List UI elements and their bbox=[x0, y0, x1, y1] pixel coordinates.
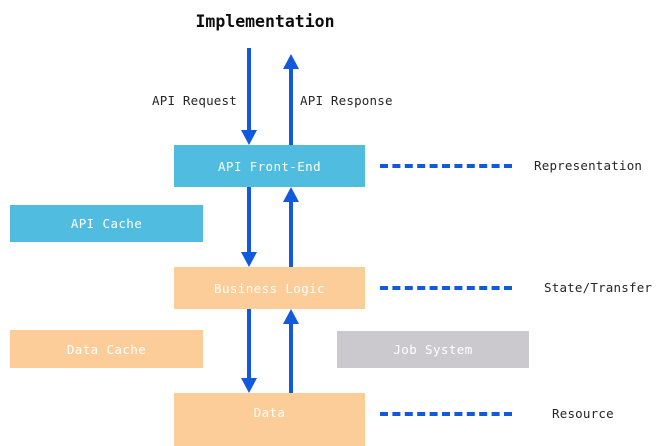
box-business-logic[interactable]: Business Logic bbox=[174, 267, 365, 309]
arrow-frontend-to-business-shaft bbox=[247, 187, 251, 253]
arrow-data-to-business-head-icon bbox=[283, 309, 299, 324]
arrow-business-to-data-shaft bbox=[247, 309, 251, 379]
diagram-title: Implementation bbox=[0, 12, 664, 31]
box-job-system-label: Job System bbox=[393, 342, 473, 357]
box-data-cache-label: Data Cache bbox=[66, 341, 147, 357]
arrow-business-to-data-head-icon bbox=[241, 378, 257, 393]
box-api-front-end[interactable]: API Front-End bbox=[174, 145, 365, 187]
box-api-front-end-label: API Front-End bbox=[217, 158, 322, 174]
arrow-api-response-head-icon bbox=[283, 54, 299, 69]
arrow-frontend-to-business-head-icon bbox=[241, 252, 257, 267]
side-label-resource: Resource bbox=[552, 406, 614, 421]
arrow-business-to-frontend-shaft bbox=[289, 201, 293, 267]
arrow-data-to-business-shaft bbox=[289, 323, 293, 393]
box-data-label: Data bbox=[253, 405, 286, 420]
box-data-cache[interactable]: Data Cache bbox=[10, 330, 203, 368]
arrow-business-to-frontend-head-icon bbox=[283, 187, 299, 202]
box-api-cache-label: API Cache bbox=[70, 216, 143, 231]
box-data[interactable]: Data bbox=[174, 393, 365, 446]
diagram-title-text: Implementation bbox=[195, 12, 335, 31]
arrow-api-response-shaft bbox=[289, 68, 293, 145]
box-job-system[interactable]: Job System bbox=[337, 331, 529, 368]
arrow-api-request-shaft bbox=[247, 48, 251, 131]
arrow-label-api-response: API Response bbox=[300, 93, 393, 108]
dashed-connector-representation bbox=[380, 164, 512, 168]
side-label-representation: Representation bbox=[534, 158, 643, 173]
arrow-api-request-head-icon bbox=[241, 130, 257, 145]
side-label-state-transfer: State/Transfer bbox=[544, 280, 653, 295]
dashed-connector-state-transfer bbox=[380, 286, 512, 290]
box-business-logic-label: Business Logic bbox=[214, 280, 325, 296]
dashed-connector-resource bbox=[380, 412, 512, 416]
arrow-label-api-request: API Request bbox=[152, 93, 237, 108]
box-api-cache[interactable]: API Cache bbox=[10, 205, 203, 242]
